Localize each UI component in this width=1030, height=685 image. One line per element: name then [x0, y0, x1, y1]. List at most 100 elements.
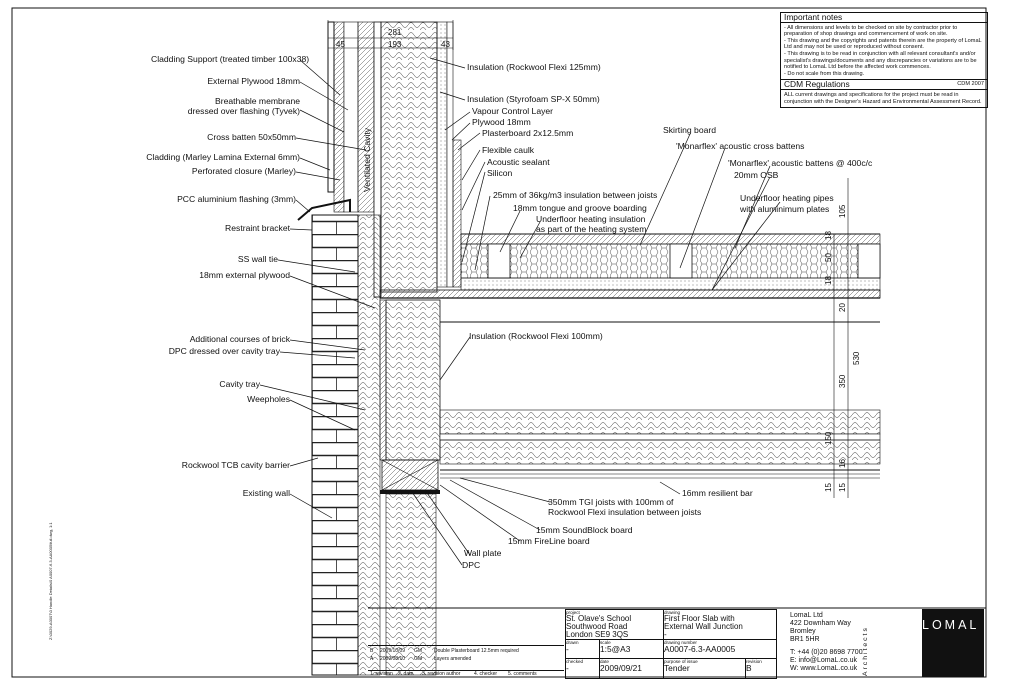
revision-table: B 2009/10/09 GM Double Plasterboard 12.5… — [368, 645, 564, 678]
drawn-value: - — [566, 644, 569, 654]
rev-a-date: 2009/08/10 — [380, 656, 406, 662]
label-ufh-insulation: Underfloor heating insulation — [536, 214, 646, 224]
dim-c: 43 — [441, 40, 450, 49]
label-vcl: Vapour Control Layer — [472, 106, 553, 116]
rev-b-letter: B — [370, 648, 374, 654]
dim-105: 105 — [838, 204, 847, 218]
label-cross-batten: Cross batten 50x50mm — [207, 132, 296, 142]
label-dpc: DPC — [462, 560, 480, 570]
dim-18b: 18 — [824, 276, 833, 285]
rev-header-3: 3. revision author — [422, 671, 461, 677]
revision-value: B — [746, 663, 752, 673]
dim-15b: 15 — [838, 483, 847, 492]
label-dpc-dressed: DPC dressed over cavity tray — [169, 346, 281, 356]
label-breathable-membrane-2: dressed over flashing (Tyvek) — [188, 106, 300, 116]
leader-lines — [259, 57, 781, 566]
cdm-code: CDM 2007 — [957, 81, 984, 88]
label-silicon: Silicon — [487, 168, 513, 178]
label-plasterboard: Plasterboard 2x12.5mm — [482, 128, 573, 138]
company-info: LomaL Ltd 422 Downham Way Bromley BR1 5H… — [790, 612, 863, 673]
label-weepholes: Weepholes — [247, 394, 290, 404]
drawing-caption: drawing — [664, 610, 681, 615]
floor-layers — [379, 233, 881, 479]
label-25mm-insulation: 25mm of 36kg/m3 insulation between joist… — [493, 190, 657, 200]
company-email: E: info@LomaL.co.uk — [790, 657, 858, 664]
label-breathable-membrane: Breathable membrane — [215, 96, 300, 106]
label-ufh-plates: with aluminimum plates — [739, 204, 829, 214]
dims-right: 105 18 50 20 350 530 18 150 15 15 16 — [824, 204, 861, 492]
left-labels: Cladding Support (treated timber 100x38)… — [146, 54, 309, 498]
company-tel: T: +44 (0)20 8698 7700 — [790, 649, 863, 656]
label-acoustic-sealant: Acoustic sealant — [487, 157, 550, 167]
label-flexible-caulk: Flexible caulk — [482, 145, 535, 155]
dim-15a: 15 — [824, 483, 833, 492]
label-fireline: 15mm FireLine board — [508, 536, 590, 546]
important-notes: Important notes - All dimensions and lev… — [780, 12, 988, 109]
label-tongue-groove: 18mm tongue and groove boarding — [513, 203, 647, 213]
date-value: 2009/09/21 — [600, 663, 642, 673]
dim-50: 50 — [824, 253, 833, 262]
dimension-lines — [327, 20, 849, 498]
label-osb: 20mm OSB — [734, 170, 779, 180]
rev-header-4: 4. checker — [474, 671, 498, 677]
label-cladding-support: Cladding Support (treated timber 100x38) — [151, 54, 309, 64]
label-additional-brick: Additional courses of brick — [190, 334, 291, 344]
drawn-caption: drawn — [566, 640, 579, 645]
label-battens-400: 'Monarflex' acoustic battens @ 400c/c — [728, 158, 873, 168]
rev-header-5: 5. comments — [508, 671, 537, 677]
dim-total: 281 — [388, 28, 402, 37]
label-insulation-styrofoam: Insulation (Styrofoam SP-X 50mm) — [467, 94, 600, 104]
label-insulation-125: Insulation (Rockwool Flexi 125mm) — [467, 62, 601, 72]
company-name: LomaL Ltd — [790, 612, 823, 619]
label-cavity-tray: Cavity tray — [219, 379, 260, 389]
dim-16: 16 — [838, 459, 847, 468]
checked-value: - — [566, 663, 569, 673]
label-insulation-100: Insulation (Rockwool Flexi 100mm) — [469, 331, 603, 341]
notes-body: - All dimensions and levels to be checke… — [784, 24, 982, 77]
label-resilient-bar: 16mm resilient bar — [682, 488, 753, 498]
dim-20: 20 — [838, 303, 847, 312]
label-cross-battens: 'Monarflex' acoustic cross battens — [676, 141, 804, 151]
dim-350: 350 — [838, 374, 847, 388]
drawing-title: First Floor Slab with External Wall Junc… — [664, 614, 743, 639]
lomal-logo: LOMAL — [922, 618, 980, 632]
label-cavity-barrier: Rockwool TCB cavity barrier — [182, 460, 290, 470]
rev-b-date: 2009/10/09 — [380, 648, 406, 654]
label-skirting: Skirting board — [663, 125, 716, 135]
purpose-value: Tender — [664, 663, 690, 673]
label-existing-wall: Existing wall — [243, 488, 290, 498]
label-flashing: PCC aluminium flashing (3mm) — [177, 194, 296, 204]
cdm-body: ALL current drawings and specifications … — [784, 91, 982, 105]
brick-wall — [311, 214, 441, 676]
dim-530: 530 — [852, 351, 861, 365]
rev-a-letter: A — [370, 656, 374, 662]
dim-a: 45 — [336, 40, 345, 49]
label-tgi-joists-2: Rockwool Flexi insulation between joists — [548, 507, 701, 517]
company-web: W: www.LomaL.co.uk — [790, 665, 858, 672]
label-ufh-pipes: Underfloor heating pipes — [740, 193, 834, 203]
dim-150: 150 — [824, 431, 833, 445]
label-ss-wall-tie: SS wall tie — [238, 254, 278, 264]
project-caption: project — [566, 610, 580, 615]
revision-caption: revision — [746, 659, 762, 664]
scale-caption: scale — [600, 640, 611, 645]
rev-header-2: 2. date — [398, 671, 414, 677]
label-18mm-plywood: 18mm external plywood — [199, 270, 290, 280]
rev-b-comment: Double Plasterboard 12.5mm required — [434, 648, 519, 654]
cladding-layers — [327, 21, 382, 298]
dim-18: 18 — [824, 231, 833, 240]
label-external-plywood: External Plywood 18mm — [207, 76, 300, 86]
right-labels: Insulation (Rockwool Flexi 125mm) Insula… — [462, 62, 873, 570]
label-ufh-insulation-2: as part of the heating system — [536, 224, 646, 234]
vent-cavity-label: Ventilated Cavity — [362, 127, 372, 192]
label-cladding: Cladding (Marley Lamina External 6mm) — [146, 152, 300, 162]
title-block: project St. Olave's School Southwood Roa… — [565, 609, 777, 679]
label-tgi-joists: 350mm TGI joists with 100mm of — [548, 497, 674, 507]
rev-a-author: GM — [414, 656, 423, 662]
architects-tag: Architects — [862, 626, 869, 676]
rev-a-comment: Layers amended — [434, 656, 472, 662]
cdm-heading: CDM Regulations — [784, 79, 850, 90]
project-name: St. Olave's School Southwood Road London… — [566, 614, 632, 639]
label-restraint-bracket: Restraint bracket — [225, 223, 291, 233]
